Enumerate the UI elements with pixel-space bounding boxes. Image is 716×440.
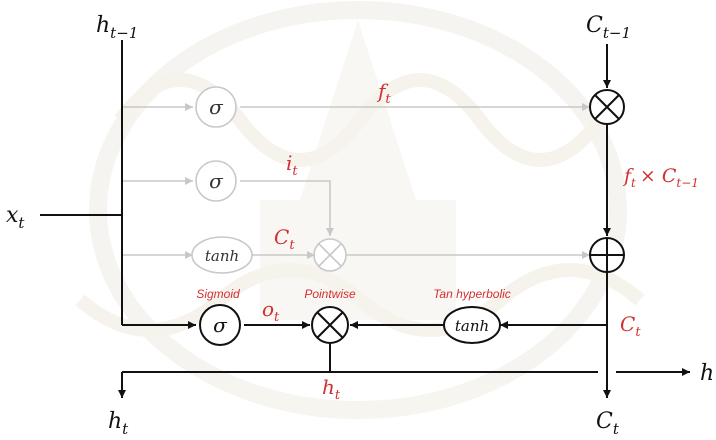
label-c-prev: Ct−1 bbox=[586, 13, 631, 42]
label-cell-state: Ct bbox=[620, 312, 641, 340]
input-sigma-node: σ bbox=[196, 161, 236, 201]
forget-sigma-node: σ bbox=[196, 87, 236, 127]
label-x-input: xt bbox=[6, 203, 25, 232]
candidate-tanh-node: tanh bbox=[192, 237, 252, 273]
label-forget-product: ft× Ct−1 bbox=[622, 165, 699, 190]
forget-multiply-node bbox=[590, 90, 624, 124]
label-h-right: h bbox=[700, 361, 714, 386]
annotation-tan-hyperbolic: Tan hyperbolic bbox=[433, 287, 511, 301]
annotation-sigmoid: Sigmoid bbox=[196, 287, 240, 301]
output-sigma-symbol: σ bbox=[213, 313, 228, 337]
watermark-emblem bbox=[80, 10, 640, 410]
candidate-tanh-text: tanh bbox=[205, 247, 239, 265]
output-tanh-node: tanh bbox=[444, 307, 500, 343]
label-h-inner: ht bbox=[322, 375, 341, 403]
output-tanh-text: tanh bbox=[455, 317, 489, 335]
cell-add-node bbox=[590, 238, 624, 272]
forget-sigma-symbol: σ bbox=[209, 95, 224, 119]
input-sigma-symbol: σ bbox=[209, 169, 224, 193]
label-h-prev: ht−1 bbox=[96, 13, 138, 42]
annotation-pointwise: Pointwise bbox=[304, 287, 356, 301]
output-sigma-node: σ bbox=[200, 305, 240, 345]
input-multiply-node bbox=[314, 239, 346, 271]
label-c-out: Ct bbox=[596, 409, 620, 438]
output-multiply-node bbox=[312, 307, 348, 343]
label-h-out: ht bbox=[108, 409, 129, 438]
